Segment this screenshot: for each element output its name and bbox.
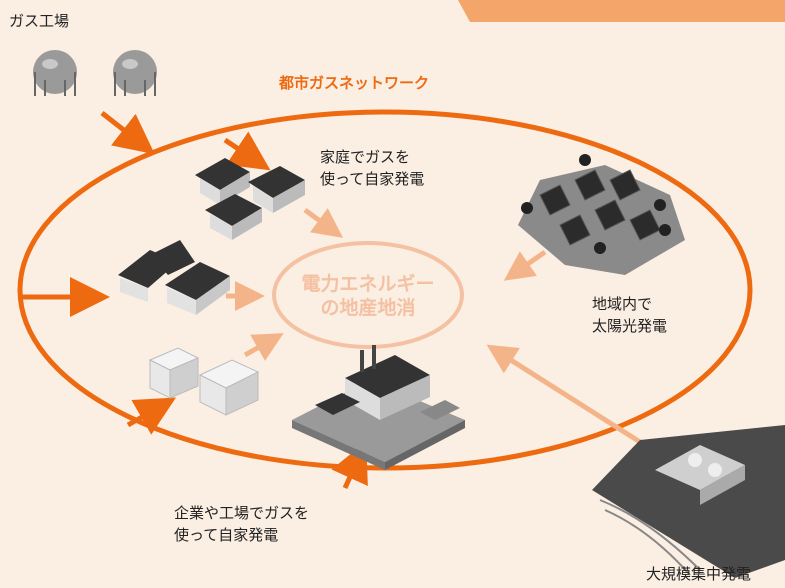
factories-caption-line: 企業や工場でガスを	[174, 504, 310, 522]
solar-farm-icon	[518, 154, 685, 275]
homes-caption-line: 家庭でガスを	[320, 148, 411, 166]
gas-supply-arrow	[126, 397, 177, 435]
house-group-icon	[195, 158, 305, 240]
gas-supply-arrow	[100, 111, 155, 155]
factories-caption: 企業や工場でガスを 使って自家発電	[174, 502, 309, 546]
solar-caption: 地域内で 太陽光発電	[592, 293, 667, 337]
office-building-icon	[148, 347, 260, 416]
gas-tank-icon	[113, 50, 157, 96]
power-flow-arrow	[486, 344, 642, 445]
center-title-line2: の地産地消	[320, 297, 416, 319]
local-production-ellipse	[272, 241, 464, 349]
gas-supply-arrow	[331, 441, 368, 490]
factories-caption-line: 使って自家発電	[174, 526, 279, 544]
corner-decoration	[458, 0, 785, 22]
gas-tank-icon	[33, 50, 77, 96]
power-plant-label: 大規模集中発電	[646, 565, 752, 583]
gas-supply-arrow	[223, 131, 271, 171]
power-flow-arrow	[243, 333, 284, 361]
solar-caption-line: 地域内で	[592, 295, 653, 313]
gas-plant-label: ガス工場	[9, 12, 70, 30]
power-plant-icon	[592, 425, 785, 578]
factory-complex-icon	[292, 345, 465, 470]
homes-caption: 家庭でガスを 使って自家発電	[320, 146, 424, 190]
homes-caption-line: 使って自家発電	[320, 170, 425, 188]
house-group-icon	[118, 240, 230, 315]
power-flow-arrow	[303, 207, 344, 238]
network-title: 都市ガスネットワーク	[279, 74, 430, 92]
solar-caption-line: 太陽光発電	[592, 317, 668, 335]
power-flow-arrow	[503, 249, 547, 281]
center-title-line1: 電力エネルギー	[301, 273, 435, 295]
